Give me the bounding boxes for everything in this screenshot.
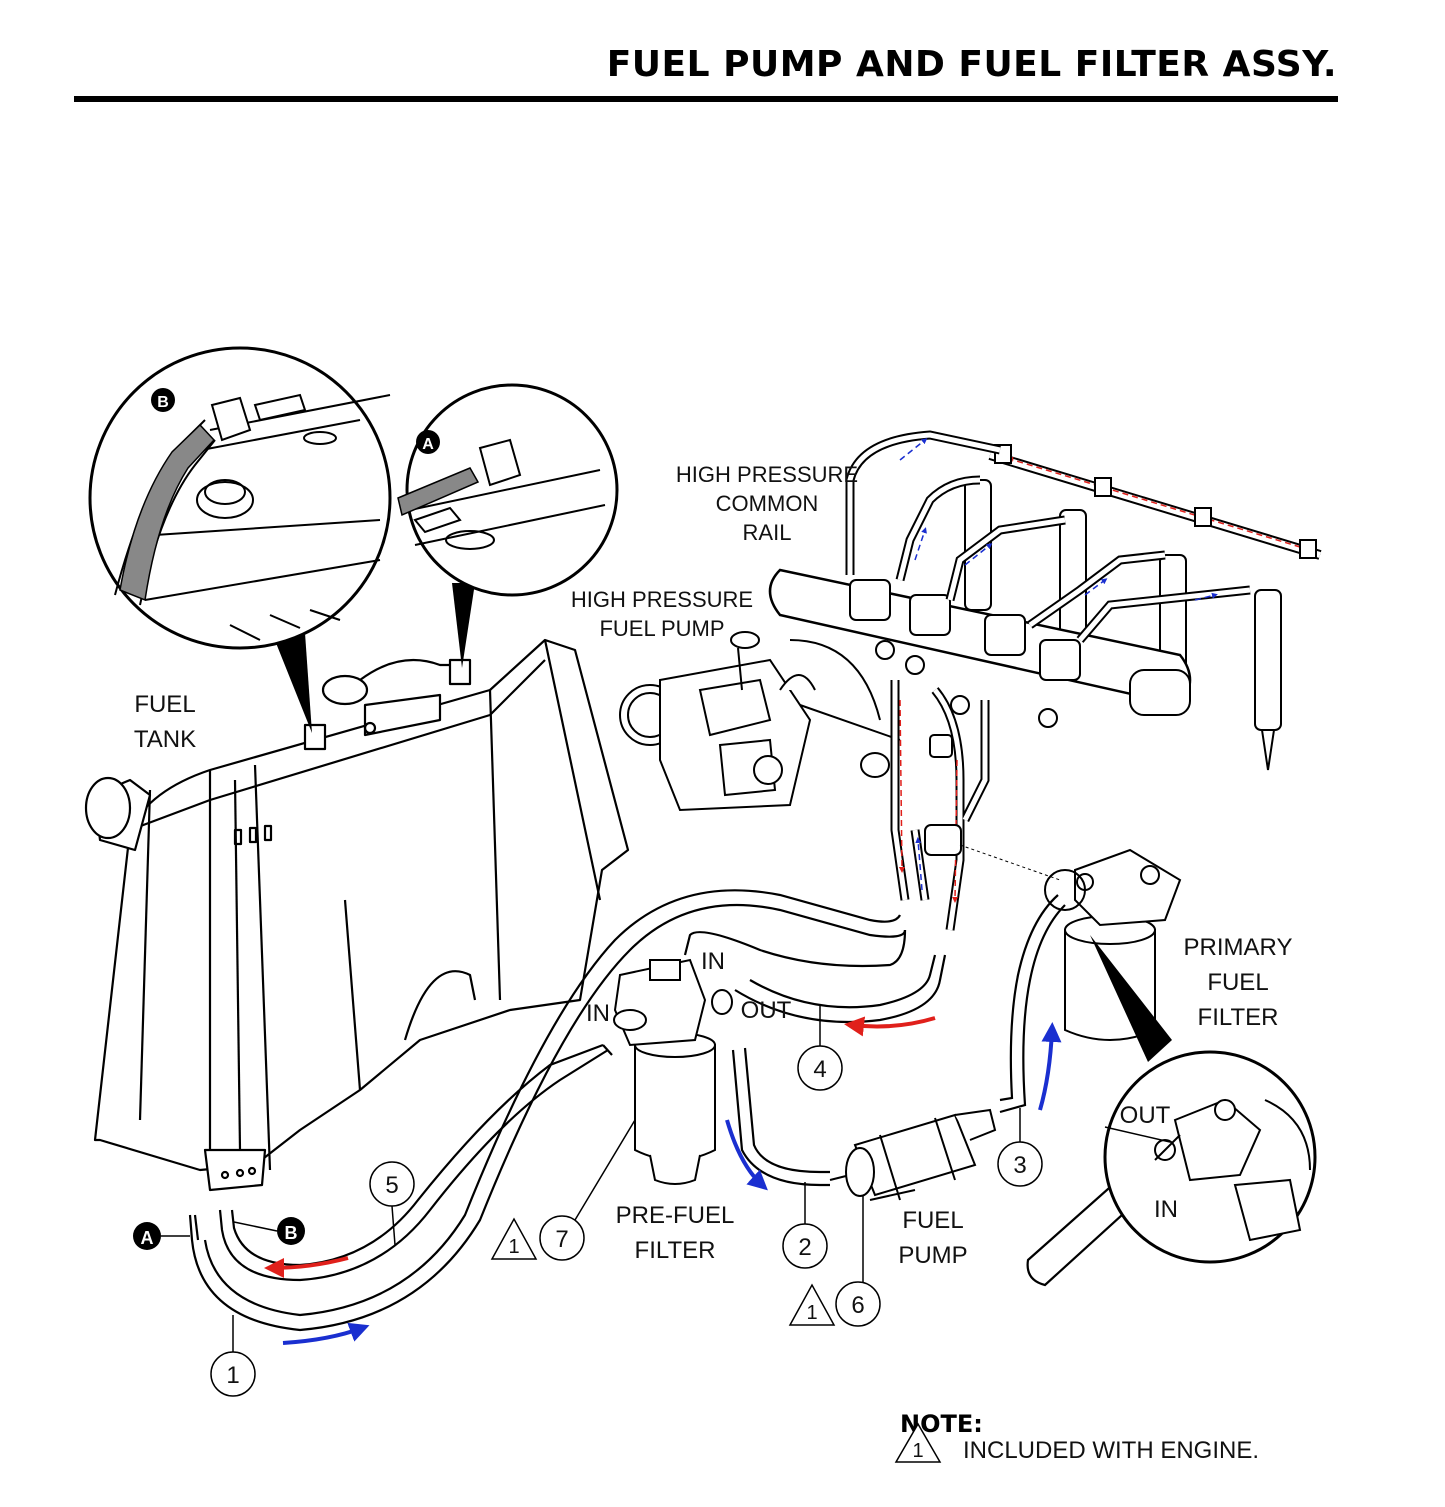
detail-primary-filter-circle [1103, 1050, 1317, 1264]
detail-a-circle: A [397, 383, 619, 597]
callout-7: 7 1 [490, 1119, 636, 1261]
callout-5: 5 [369, 1161, 415, 1246]
detail-primary-pointer [1090, 935, 1172, 1062]
hp-fuel-pump-label: HIGH PRESSURE FUEL PUMP [571, 587, 753, 641]
callout-1: 1 [210, 1315, 256, 1397]
fuel-pump-label: FUEL PUMP [898, 1207, 967, 1269]
note-warning-triangle-icon [894, 1422, 942, 1463]
svg-text:FILTER: FILTER [635, 1237, 716, 1264]
svg-text:5: 5 [385, 1172, 398, 1199]
svg-text:PRIMARY: PRIMARY [1184, 934, 1293, 961]
primary-fuel-filter [1044, 848, 1182, 1041]
note-text: INCLUDED WITH ENGINE. [963, 1437, 1259, 1464]
detail-b-circle: B [88, 346, 392, 650]
detail-a-marker-letter: A [422, 436, 434, 453]
svg-text:1: 1 [912, 1440, 923, 1462]
svg-text:B: B [285, 1223, 298, 1243]
detail-b-marker-letter: B [157, 394, 169, 411]
detail-a-marker [416, 430, 440, 454]
page-title: FUEL PUMP AND FUEL FILTER ASSY. [606, 44, 1337, 85]
pre-fuel-filter-label: PRE-FUEL FILTER [616, 1202, 735, 1264]
warning-triangle-icon [788, 1283, 836, 1326]
high-pressure-fuel-pump [619, 631, 901, 812]
svg-text:HIGH PRESSURE: HIGH PRESSURE [571, 587, 753, 612]
pre-filter-in-label: IN [586, 1000, 610, 1027]
svg-text:PRE-FUEL: PRE-FUEL [616, 1202, 735, 1229]
svg-text:FILTER: FILTER [1198, 1004, 1279, 1031]
svg-text:1: 1 [226, 1362, 239, 1389]
callout-6: 6 1 [788, 1195, 881, 1327]
svg-text:FUEL: FUEL [1207, 969, 1268, 996]
svg-text:A: A [141, 1228, 154, 1248]
svg-text:RAIL: RAIL [743, 520, 792, 545]
flow-arrows [264, 1016, 1062, 1345]
pre-filter-in-top-label: IN [701, 948, 725, 975]
svg-text:FUEL: FUEL [902, 1207, 963, 1234]
svg-text:HIGH PRESSURE: HIGH PRESSURE [676, 462, 858, 487]
callout-2: 2 [782, 1182, 828, 1269]
svg-text:4: 4 [813, 1056, 826, 1083]
fuel-tank-label: FUEL TANK [134, 691, 196, 753]
svg-text:COMMON: COMMON [716, 491, 819, 516]
high-pressure-common-rail [768, 430, 1322, 931]
detail-b-marker [151, 388, 175, 412]
detail-b-pointer [272, 633, 312, 733]
svg-text:1: 1 [508, 1236, 519, 1258]
callout-3: 3 [997, 1108, 1043, 1187]
hose-end-marker-a: A [133, 1222, 190, 1250]
detail-a-pointer [452, 583, 475, 668]
svg-text:PUMP: PUMP [898, 1242, 967, 1269]
primary-fuel-filter-label: PRIMARY FUEL FILTER [1184, 934, 1293, 1031]
pre-fuel-filter [613, 958, 733, 1185]
svg-text:TANK: TANK [134, 726, 196, 753]
svg-text:FUEL PUMP: FUEL PUMP [599, 616, 724, 641]
note-block: NOTE: 1 INCLUDED WITH ENGINE. [894, 1410, 1259, 1464]
svg-text:6: 6 [851, 1292, 864, 1319]
electric-fuel-pump [829, 1108, 997, 1201]
svg-text:7: 7 [555, 1226, 568, 1253]
svg-text:FUEL: FUEL [134, 691, 195, 718]
svg-text:2: 2 [798, 1234, 811, 1261]
svg-text:3: 3 [1013, 1152, 1026, 1179]
pre-filter-out-label: OUT [741, 997, 792, 1024]
svg-text:1: 1 [806, 1302, 817, 1324]
callout-4: 4 [797, 1005, 843, 1091]
primary-out-label: OUT [1120, 1102, 1171, 1129]
warning-triangle-icon [490, 1217, 538, 1260]
hp-common-rail-label: HIGH PRESSURE COMMON RAIL [676, 462, 858, 545]
title-underline [74, 96, 1338, 102]
fuel-tank [84, 638, 630, 1192]
hose-end-marker-b: B [233, 1217, 305, 1245]
primary-in-label: IN [1154, 1196, 1178, 1223]
